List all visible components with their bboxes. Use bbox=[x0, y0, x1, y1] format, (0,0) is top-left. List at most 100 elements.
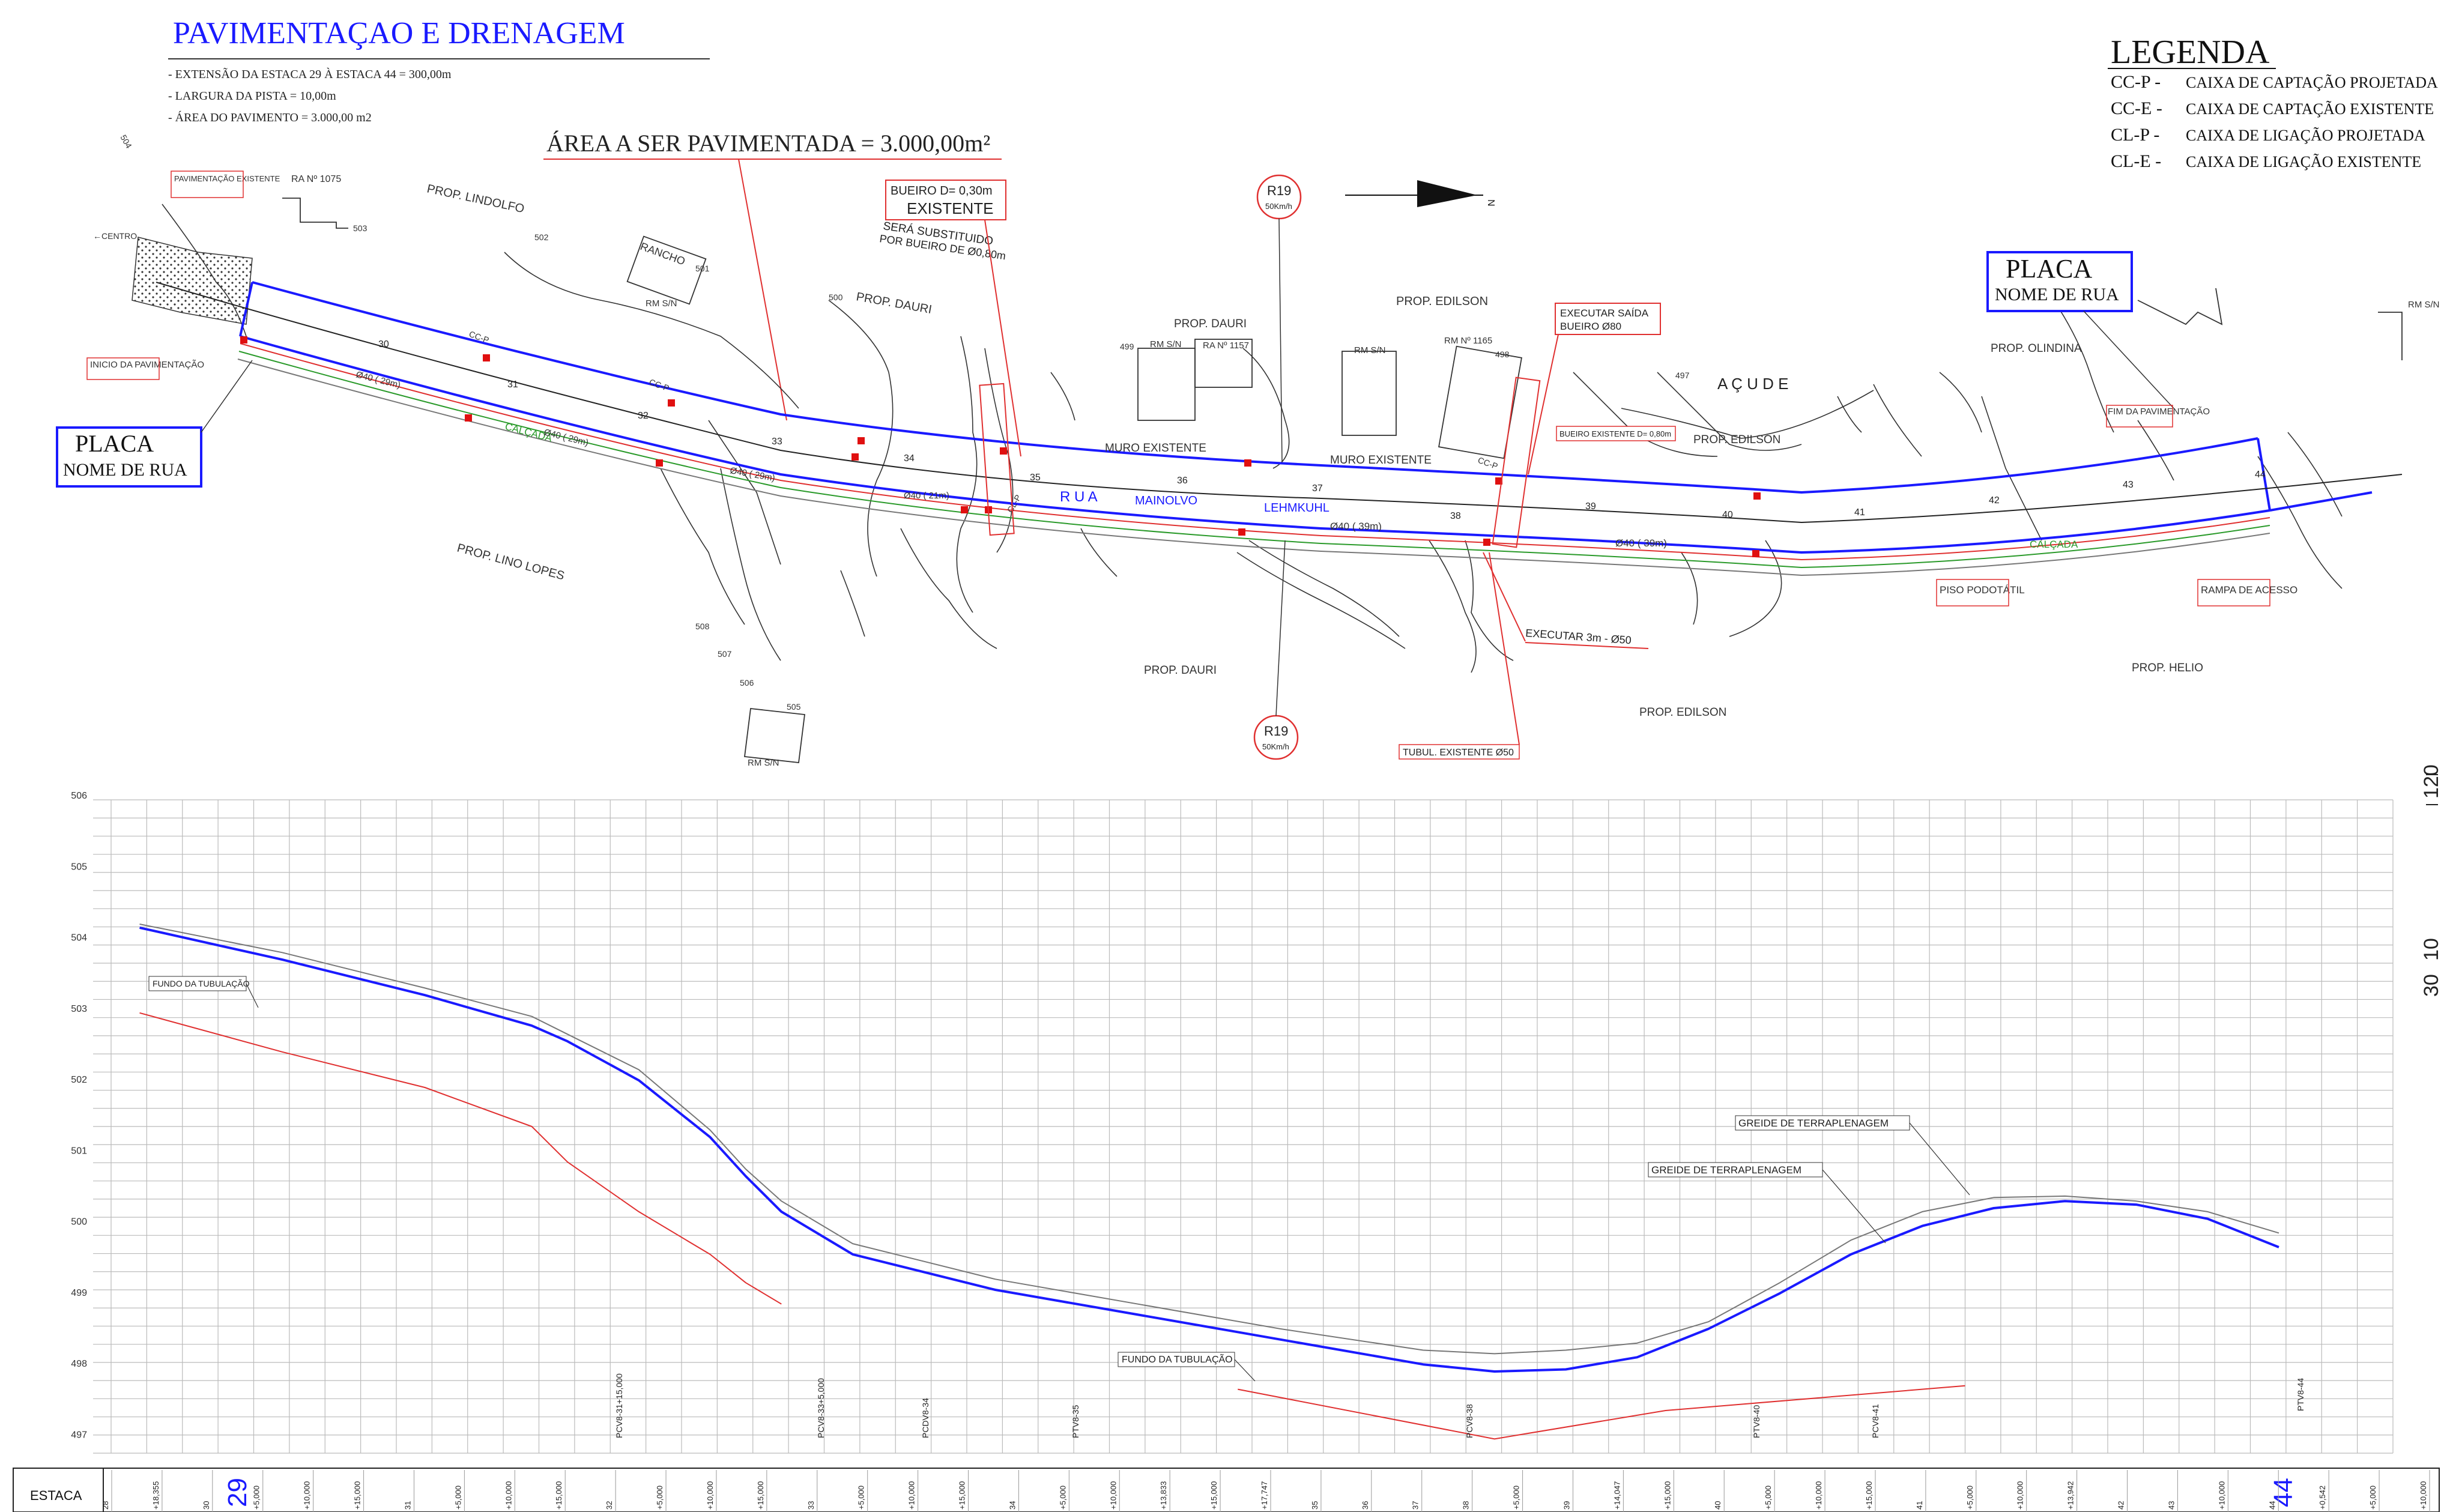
estaca-tick-label: +15,000 bbox=[756, 1481, 765, 1510]
tubul-box bbox=[1399, 744, 1520, 760]
station-labels: 30 31 32 33 34 35 36 37 38 39 40 41 42 4… bbox=[378, 339, 2266, 521]
label-prop-lino: PROP. LINO LOPES bbox=[456, 542, 566, 583]
drain-box bbox=[465, 414, 472, 422]
station-37: 37 bbox=[1312, 483, 1323, 494]
piso-rampa-boxes bbox=[86, 171, 2270, 606]
estaca-tick-label: 35 bbox=[1310, 1501, 1319, 1510]
series-line-terreno bbox=[139, 924, 2279, 1355]
executar-saida-box bbox=[1555, 303, 1661, 335]
station-30: 30 bbox=[378, 339, 389, 349]
station-43: 43 bbox=[2123, 480, 2134, 490]
elevation-label: 504 bbox=[71, 933, 87, 943]
placa-left-sub: NOME DE RUA bbox=[63, 460, 187, 480]
legend: LEGENDA CC-P - CAIXA DE CAPTAÇÃO PROJETA… bbox=[2108, 34, 2438, 171]
street-word-2: MAINOLVO bbox=[1135, 494, 1197, 507]
estaca-tick-label: +5,000 bbox=[857, 1486, 866, 1510]
header: PAVIMENTAÇAO E DRENAGEM - EXTENSÃO DA ES… bbox=[168, 16, 1002, 421]
estaca-tick-label: 28 bbox=[101, 1501, 110, 1510]
drain-box bbox=[1238, 528, 1245, 536]
vcl-7: PCV8-41 bbox=[1871, 1404, 1880, 1438]
drain-box bbox=[1244, 459, 1251, 467]
placa-left-box bbox=[56, 426, 202, 488]
scale-10: 10 bbox=[2420, 938, 2443, 961]
estaca-tick-label: +0,542 bbox=[2318, 1486, 2327, 1510]
area-label: ÁREA A SER PAVIMENTADA = 3.000,00m² bbox=[546, 130, 990, 157]
estaca-tick-label: +15,000 bbox=[1663, 1481, 1672, 1510]
label-ra1157: RA Nº 1157 bbox=[1203, 340, 1249, 351]
contour-504: 504 bbox=[118, 133, 134, 150]
station-35: 35 bbox=[1030, 473, 1041, 483]
estaca-tick-label: +10,000 bbox=[907, 1481, 916, 1510]
estaca-tick-label: +5,000 bbox=[453, 1486, 462, 1510]
label-prop-helio: PROP. HELIO bbox=[2132, 662, 2203, 674]
contour-503: 503 bbox=[353, 223, 368, 233]
building-right bbox=[2378, 312, 2403, 360]
elevation-label: 502 bbox=[71, 1075, 87, 1085]
speed-sign-bottom-code: R19 bbox=[1264, 724, 1288, 739]
estaca-tick-label: 37 bbox=[1411, 1501, 1420, 1510]
estaca-start: 29 bbox=[223, 1478, 252, 1507]
street-word-1: R U A bbox=[1060, 489, 1098, 505]
building-dauri-1 bbox=[1137, 348, 1196, 421]
legend-desc-3: CAIXA DE LIGAÇÃO PROJETADA bbox=[2186, 127, 2425, 144]
placa-right-title: PLACA bbox=[2006, 254, 2092, 283]
contour-506: 506 bbox=[740, 678, 754, 688]
estaca-end: 44 bbox=[2269, 1478, 2298, 1507]
contour-lines bbox=[162, 204, 2343, 673]
estaca-tick-label: +5,000 bbox=[1965, 1486, 1974, 1510]
scale-markers: 120 30 10 bbox=[2420, 764, 2443, 997]
estaca-tick-label: +10,000 bbox=[706, 1481, 715, 1510]
station-34: 34 bbox=[904, 453, 915, 464]
bueiro-box bbox=[885, 180, 1006, 220]
series-line-greide bbox=[139, 926, 2279, 1373]
building-dauri-2 bbox=[1194, 339, 1253, 388]
header-note-1: - EXTENSÃO DA ESTACA 29 À ESTACA 44 = 30… bbox=[168, 67, 452, 81]
label-pipe-29m-a: Ø40 ( 29m) bbox=[355, 369, 402, 390]
estaca-tick-label: 40 bbox=[1713, 1501, 1722, 1510]
vcl-1: PCV8-31+15,000 bbox=[614, 1373, 624, 1438]
station-42: 42 bbox=[1989, 495, 2000, 506]
label-piso: PISO PODOTÁTIL bbox=[1940, 584, 2025, 596]
label-prop-edilson-3: PROP. EDILSON bbox=[1639, 706, 1726, 719]
label-prop-olindina: PROP. OLINDINA bbox=[1991, 342, 2082, 355]
estaca-tick-label: +10,000 bbox=[1814, 1481, 1823, 1510]
drainage-boxes bbox=[240, 336, 1761, 557]
speed-sign-top-speed: 50Km/h bbox=[1265, 202, 1292, 211]
contour-505: 505 bbox=[787, 702, 801, 712]
estaca-tick-label: 43 bbox=[2167, 1501, 2176, 1510]
estaca-tick-label: +15,000 bbox=[1865, 1481, 1874, 1510]
building-edilson-1 bbox=[1341, 351, 1397, 436]
north-label: N bbox=[1486, 199, 1496, 207]
drain-box bbox=[1483, 539, 1490, 546]
elevation-label: 503 bbox=[71, 1004, 87, 1014]
contour-501: 501 bbox=[695, 264, 710, 273]
estaca-tick-label: +17,747 bbox=[1260, 1481, 1269, 1510]
center-line bbox=[156, 282, 2403, 524]
building-rancho bbox=[626, 235, 707, 305]
estaca-tick-label: 41 bbox=[1915, 1501, 1924, 1510]
tubul-text: TUBUL. EXISTENTE Ø50 bbox=[1403, 748, 1514, 758]
vcl-8: PTV8-44 bbox=[2296, 1378, 2305, 1411]
estaca-tick-label: +15,000 bbox=[1209, 1481, 1218, 1510]
contour-500: 500 bbox=[829, 292, 843, 302]
placa-left: PLACA NOME DE RUA bbox=[56, 360, 253, 488]
profile-annotations: FUNDO DA TUBULAÇÃO FUNDO DA TUBULAÇÃO GR… bbox=[148, 976, 1970, 1382]
estaca-tick-label: +10,000 bbox=[2419, 1481, 2428, 1510]
estaca-tick-label: +15,000 bbox=[353, 1481, 362, 1510]
estaca-tick-label: 32 bbox=[605, 1501, 614, 1510]
street-name: R U A MAINOLVO LEHMKUHL bbox=[1060, 489, 1329, 515]
elevation-label: 498 bbox=[71, 1359, 87, 1369]
existing-pavement bbox=[132, 237, 253, 325]
elevation-label: 499 bbox=[71, 1288, 87, 1298]
placa-right: PLACA NOME DE RUA bbox=[1986, 251, 2174, 409]
placa-right-sub: NOME DE RUA bbox=[1995, 285, 2119, 304]
speed-sign-top: R19 50Km/h bbox=[1256, 174, 1302, 463]
estaca-tick-label: +5,000 bbox=[1512, 1486, 1521, 1510]
vcl-3: PCDV8-34 bbox=[921, 1398, 930, 1438]
drain-box bbox=[1495, 477, 1502, 485]
greide-label-2: GREIDE DE TERRAPLENAGEM bbox=[1651, 1164, 1801, 1176]
label-centro: ←CENTRO bbox=[93, 231, 137, 241]
estaca-tick-label: 30 bbox=[202, 1501, 211, 1510]
